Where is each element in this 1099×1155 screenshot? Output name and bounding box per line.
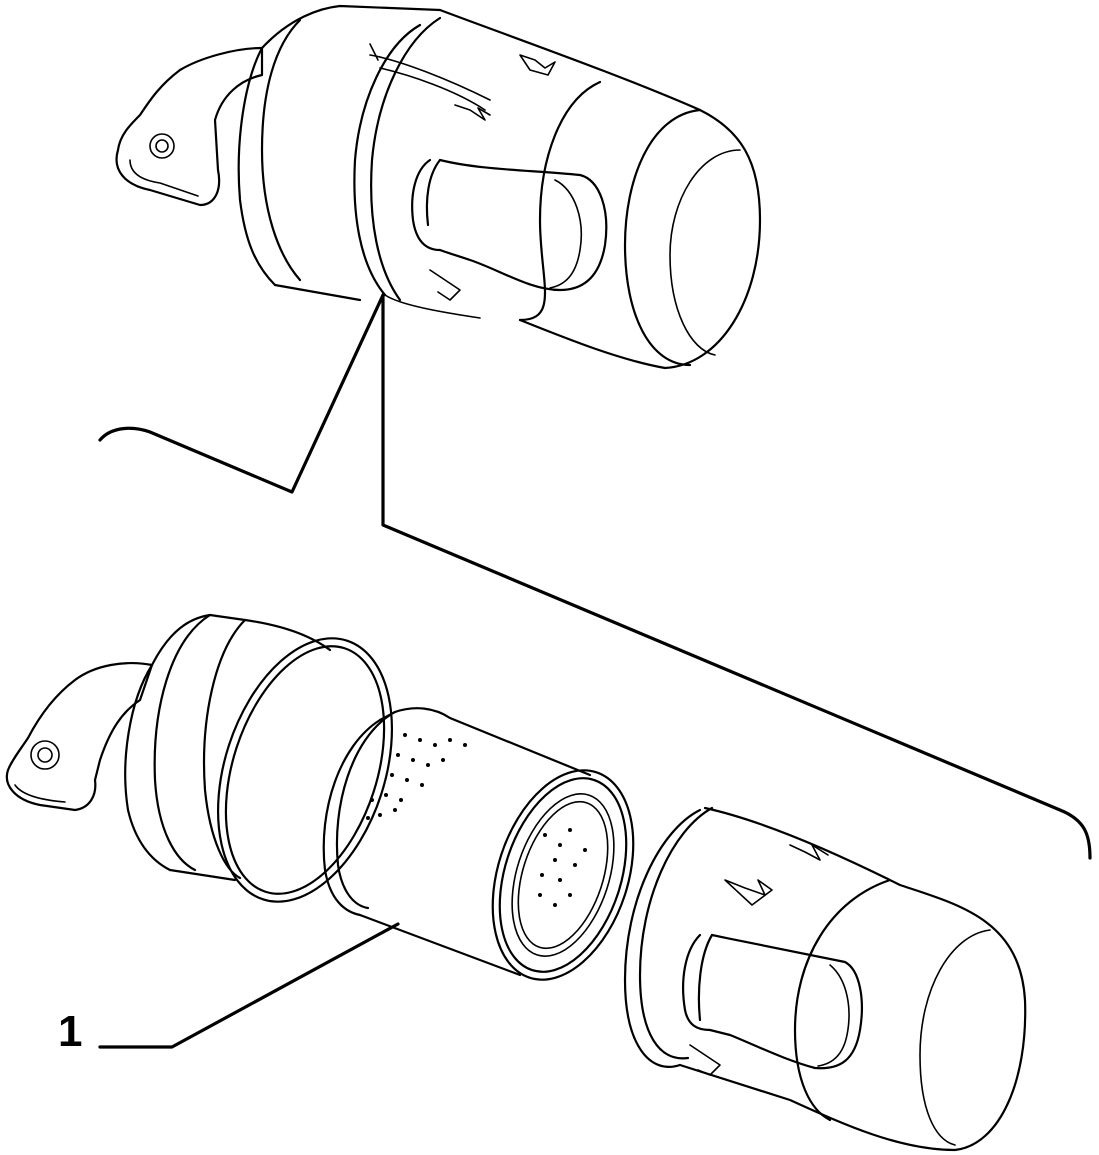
rear-housing-inlet	[5, 613, 332, 882]
leader-lines	[98, 293, 1092, 860]
sealing-ring	[216, 637, 394, 903]
callout-leader-1	[98, 922, 400, 1049]
assembled-air-filter	[115, 4, 762, 370]
filter-element	[322, 707, 635, 981]
perforation-dots	[366, 733, 587, 907]
callout-label-1: 1	[58, 1007, 83, 1056]
front-cover	[623, 806, 1027, 1152]
